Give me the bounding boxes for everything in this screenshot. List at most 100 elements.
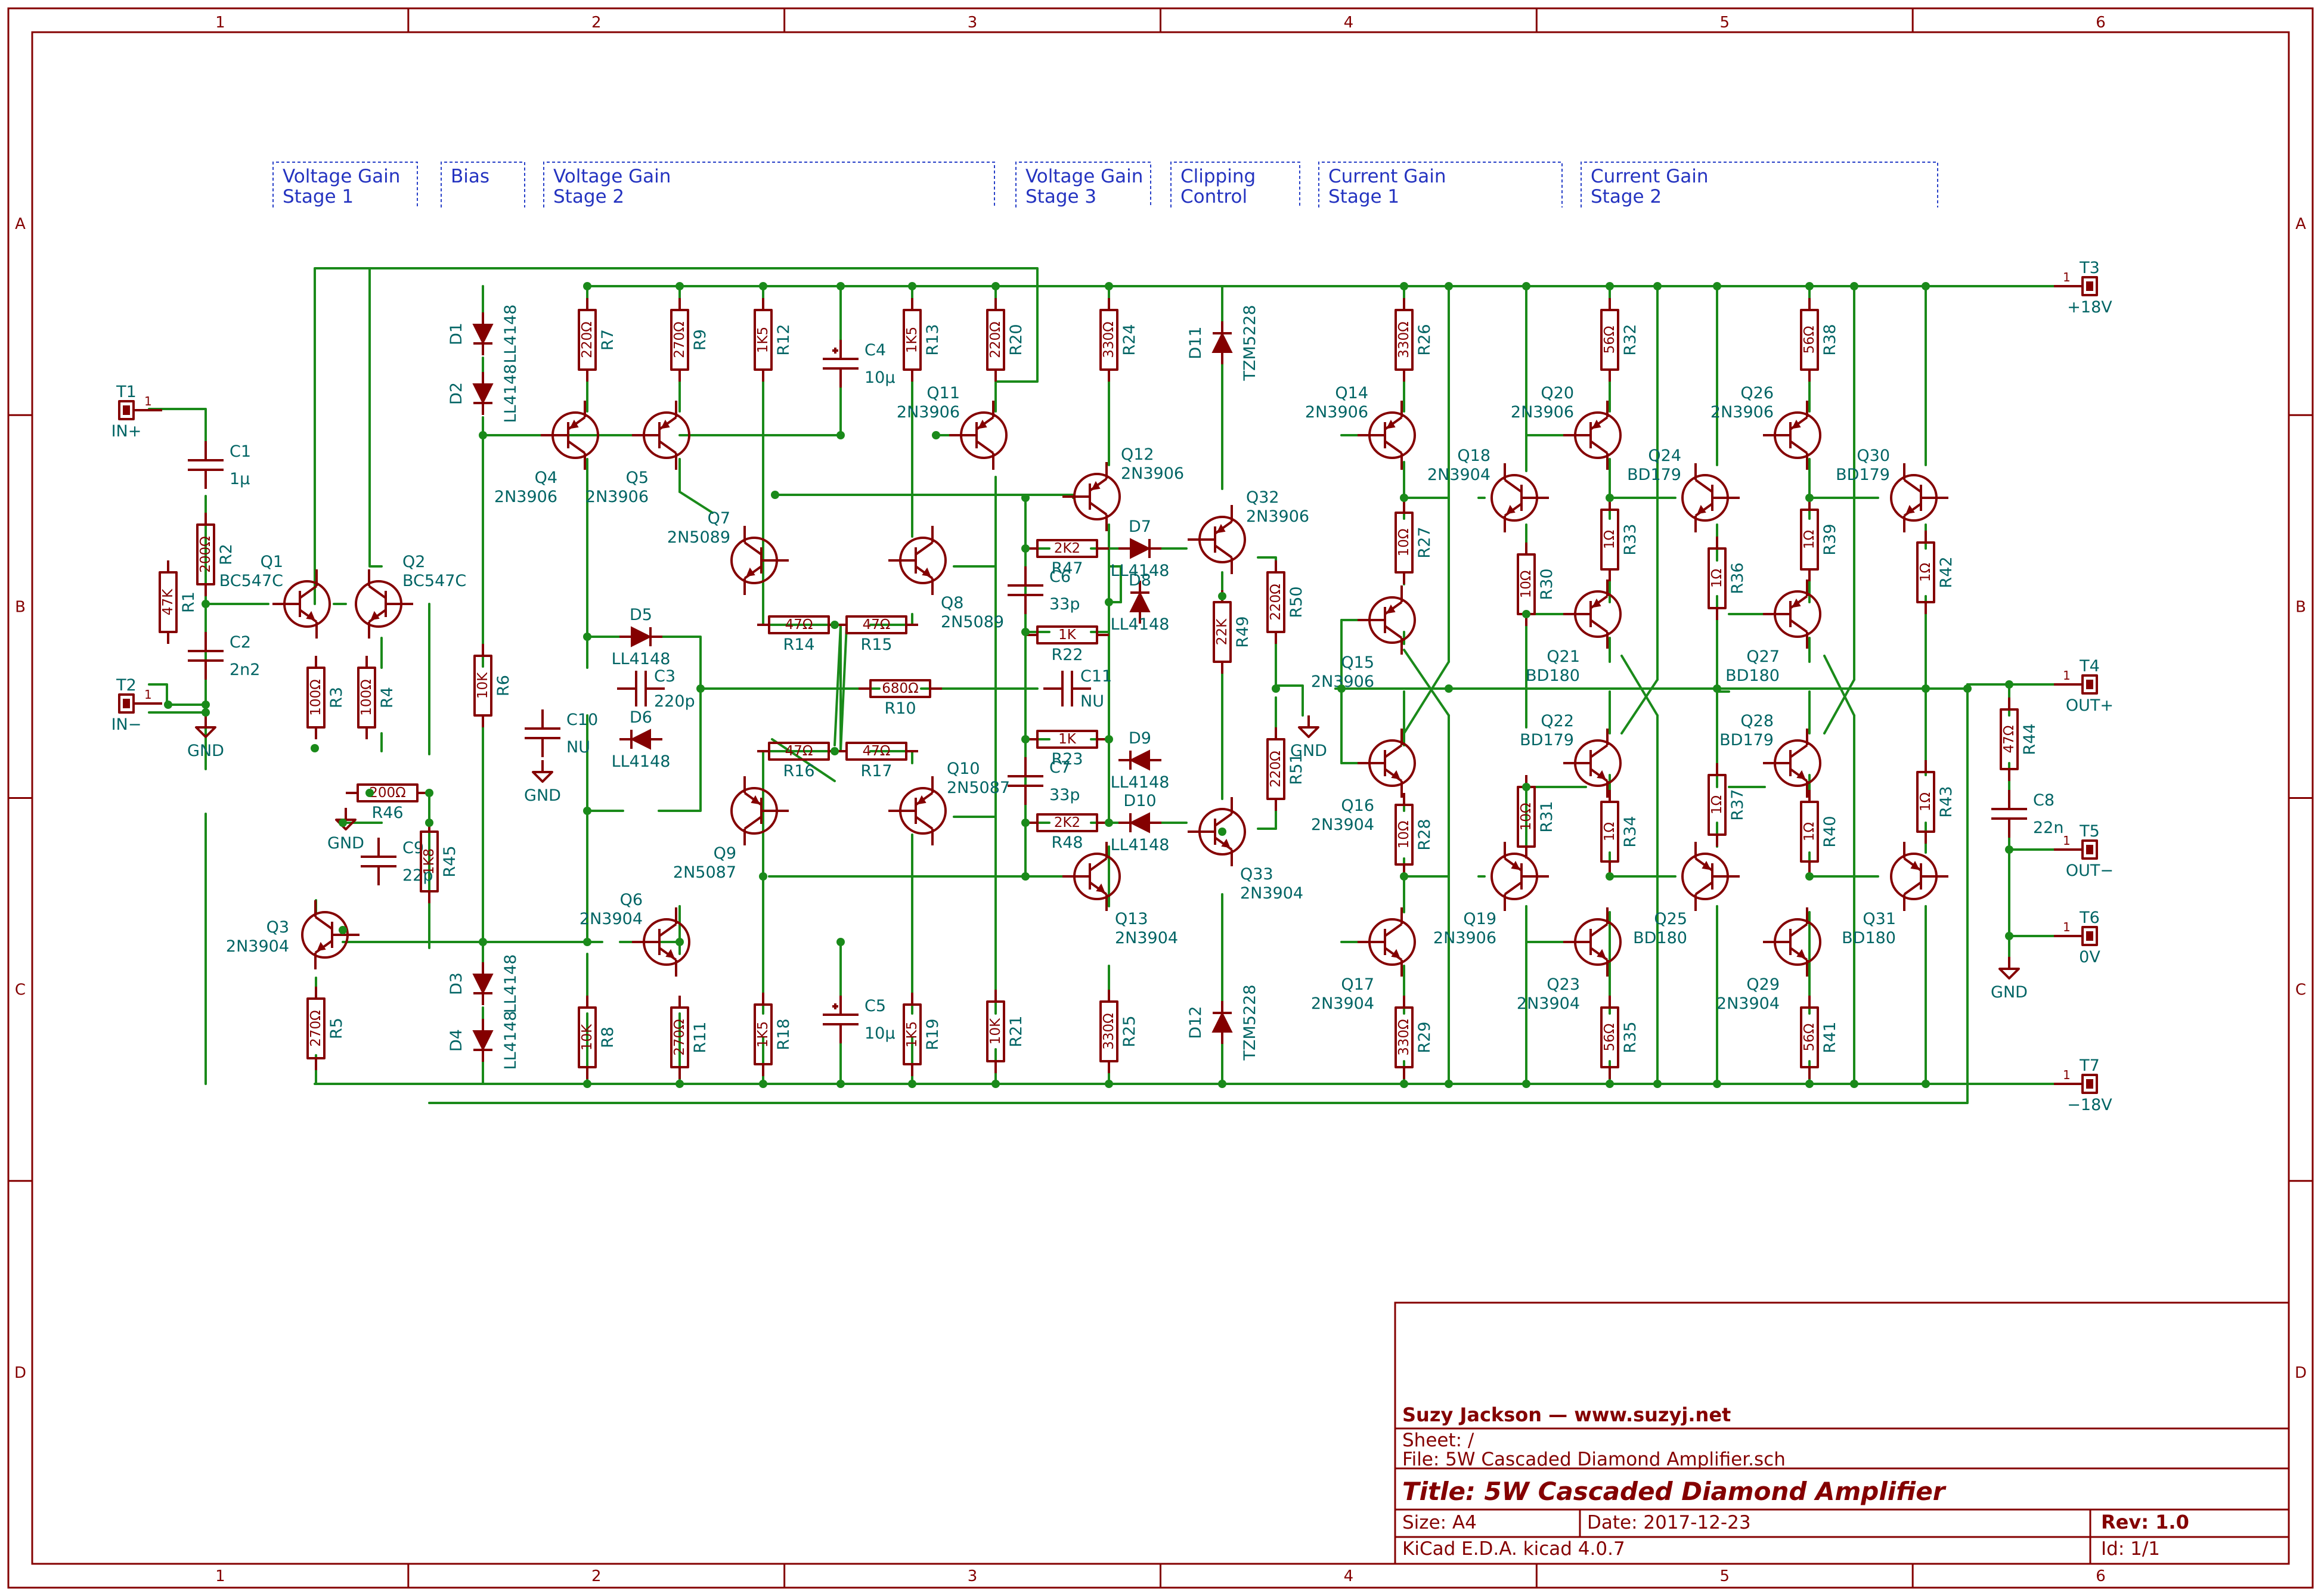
resistor-r15[interactable]: 47ΩR15 — [835, 615, 918, 654]
resistor-r44[interactable]: 47ΩR44 — [2000, 698, 2039, 781]
resistor-r16[interactable]: 47ΩR16 — [757, 742, 841, 780]
transistor-q12[interactable]: Q122N3906 — [1062, 445, 1184, 531]
diode-d4[interactable]: D4LL4148 — [447, 1011, 520, 1070]
transistor-q26[interactable]: Q262N3906 — [1710, 384, 1821, 470]
resistor-r30[interactable]: 10ΩR30 — [1517, 543, 1556, 626]
capacitor-c7[interactable]: C733p — [1008, 757, 1080, 805]
transistor-q21[interactable]: Q21BD180 — [1526, 579, 1622, 685]
resistor-r50[interactable]: 220ΩR50 — [1266, 560, 1306, 644]
resistor-r33[interactable]: 1ΩR33 — [1600, 498, 1640, 581]
terminal-t4[interactable]: T4OUT+1 — [2054, 657, 2114, 715]
resistor-r2[interactable]: 200ΩR2 — [196, 513, 235, 596]
resistor-r29[interactable]: 330ΩR29 — [1395, 996, 1434, 1079]
transistor-q25[interactable]: Q25BD180 — [1633, 842, 1740, 947]
resistor-r24[interactable]: 330ΩR24 — [1099, 298, 1139, 382]
resistor-r27[interactable]: 10ΩR27 — [1395, 501, 1434, 584]
resistor-r6[interactable]: 10KR6 — [473, 644, 513, 727]
capacitor-c5[interactable]: C510µ — [823, 996, 895, 1043]
transistor-q29[interactable]: Q292N3904 — [1716, 907, 1821, 1013]
resistor-r19[interactable]: 1K5R19 — [903, 993, 942, 1076]
transistor-q7[interactable]: Q72N5089 — [667, 509, 789, 595]
transistor-q16[interactable]: Q162N3904 — [1311, 729, 1416, 834]
transistor-q24[interactable]: Q24BD179 — [1627, 447, 1740, 532]
resistor-r10[interactable]: 680ΩR10 — [859, 679, 942, 718]
resistor-r49[interactable]: 22KR49 — [1213, 590, 1252, 674]
resistor-r14[interactable]: 47ΩR14 — [757, 615, 841, 654]
resistor-r32[interactable]: 56ΩR32 — [1600, 298, 1640, 382]
resistor-r51[interactable]: 220ΩR51 — [1266, 727, 1306, 811]
resistor-r47[interactable]: 2K2R47 — [1025, 539, 1109, 578]
resistor-r35[interactable]: 56ΩR35 — [1600, 996, 1640, 1079]
transistor-q20[interactable]: Q202N3906 — [1511, 384, 1622, 470]
diode-d7[interactable]: D7LL4148 — [1111, 517, 1170, 580]
resistor-r48[interactable]: 2K2R48 — [1025, 813, 1109, 852]
transistor-q6[interactable]: Q62N3904 — [580, 891, 690, 977]
resistor-r12[interactable]: 1K5R12 — [754, 298, 793, 382]
resistor-r8[interactable]: 10KR8 — [578, 996, 617, 1079]
capacitor-c6[interactable]: C633p — [1008, 566, 1080, 614]
transistor-q14[interactable]: Q142N3906 — [1305, 384, 1416, 470]
resistor-r9[interactable]: 270ΩR9 — [670, 298, 709, 382]
resistor-r38[interactable]: 56ΩR38 — [1800, 298, 1839, 382]
transistor-q9[interactable]: Q92N5087 — [673, 776, 789, 882]
terminal-t5[interactable]: T5OUT−1 — [2054, 822, 2114, 880]
transistor-q19[interactable]: Q192N3906 — [1433, 842, 1549, 947]
transistor-q11[interactable]: Q112N3906 — [897, 384, 1008, 470]
transistor-q30[interactable]: Q30BD179 — [1836, 447, 1948, 532]
transistor-q31[interactable]: Q31BD180 — [1842, 842, 1948, 947]
capacitor-c8[interactable]: C822n — [1991, 790, 2063, 838]
resistor-r28[interactable]: 10ΩR28 — [1395, 793, 1434, 876]
resistor-r39[interactable]: 1ΩR39 — [1800, 498, 1839, 581]
terminal-t2[interactable]: T2IN−1 — [111, 676, 162, 734]
diode-d8[interactable]: D8LL4148 — [1111, 571, 1170, 634]
capacitor-c4[interactable]: C410µ — [823, 340, 895, 388]
capacitor-c9[interactable]: C922p — [361, 838, 433, 885]
resistor-r42[interactable]: 1ΩR42 — [1916, 531, 1956, 614]
transistor-q33[interactable]: Q332N3904 — [1188, 797, 1303, 903]
capacitor-c1[interactable]: C11µ — [188, 441, 251, 489]
diode-d11[interactable]: D11TZM5228 — [1186, 305, 1259, 382]
resistor-r25[interactable]: 330ΩR25 — [1099, 990, 1139, 1073]
transistor-q28[interactable]: Q28BD179 — [1719, 712, 1821, 798]
resistor-r17[interactable]: 47ΩR17 — [835, 742, 918, 780]
transistor-q4[interactable]: Q42N3906 — [494, 401, 599, 506]
resistor-r1[interactable]: 47KR1 — [159, 560, 198, 644]
resistor-r21[interactable]: 10KR21 — [986, 990, 1025, 1073]
resistor-r7[interactable]: 220ΩR7 — [578, 298, 617, 382]
resistor-r13[interactable]: 1K5R13 — [903, 298, 942, 382]
resistor-r5[interactable]: 270ΩR5 — [306, 987, 346, 1070]
resistor-r3[interactable]: 100ΩR3 — [306, 656, 346, 739]
diode-d1[interactable]: D1LL4148 — [447, 305, 520, 364]
resistor-r37[interactable]: 1ΩR37 — [1708, 763, 1747, 847]
transistor-q22[interactable]: Q22BD179 — [1520, 712, 1622, 798]
transistor-q15[interactable]: Q152N3906 — [1311, 585, 1416, 691]
resistor-r26[interactable]: 330ΩR26 — [1395, 298, 1434, 382]
diode-d3[interactable]: D3LL4148 — [447, 954, 520, 1014]
diode-d2[interactable]: D2LL4148 — [447, 364, 520, 423]
capacitor-c2[interactable]: C22n2 — [188, 632, 260, 680]
resistor-r23[interactable]: 1KR23 — [1025, 730, 1109, 768]
resistor-r40[interactable]: 1ΩR40 — [1800, 790, 1839, 873]
resistor-r45[interactable]: 1K8R45 — [420, 820, 459, 903]
transistor-q17[interactable]: Q172N3904 — [1311, 907, 1416, 1013]
resistor-r20[interactable]: 220ΩR20 — [986, 298, 1025, 382]
transistor-q1[interactable]: Q1BC547C — [219, 553, 331, 639]
terminal-t1[interactable]: T1IN+1 — [111, 383, 162, 441]
resistor-r41[interactable]: 56ΩR41 — [1800, 996, 1839, 1079]
transistor-q23[interactable]: Q232N3904 — [1517, 907, 1622, 1013]
terminal-t6[interactable]: T60V1 — [2054, 909, 2100, 966]
transistor-q8[interactable]: Q82N5089 — [888, 526, 1004, 631]
resistor-r46[interactable]: 200ΩR46 — [346, 783, 429, 822]
transistor-q5[interactable]: Q52N3906 — [585, 401, 690, 506]
diode-d12[interactable]: D12TZM5228 — [1186, 985, 1259, 1061]
transistor-q3[interactable]: Q32N3904 — [226, 900, 360, 969]
transistor-q18[interactable]: Q182N3904 — [1427, 447, 1549, 532]
terminal-t3[interactable]: T3+18V1 — [2054, 259, 2112, 317]
resistor-r11[interactable]: 270ΩR11 — [670, 996, 709, 1079]
resistor-r43[interactable]: 1ΩR43 — [1916, 760, 1956, 844]
capacitor-c3[interactable]: C3220p — [617, 667, 695, 711]
diode-d10[interactable]: D10LL4148 — [1111, 792, 1170, 854]
capacitor-c10[interactable]: C10NU — [525, 709, 598, 757]
diode-d5[interactable]: D5LL4148 — [612, 606, 671, 668]
diode-d6[interactable]: D6LL4148 — [612, 708, 671, 771]
